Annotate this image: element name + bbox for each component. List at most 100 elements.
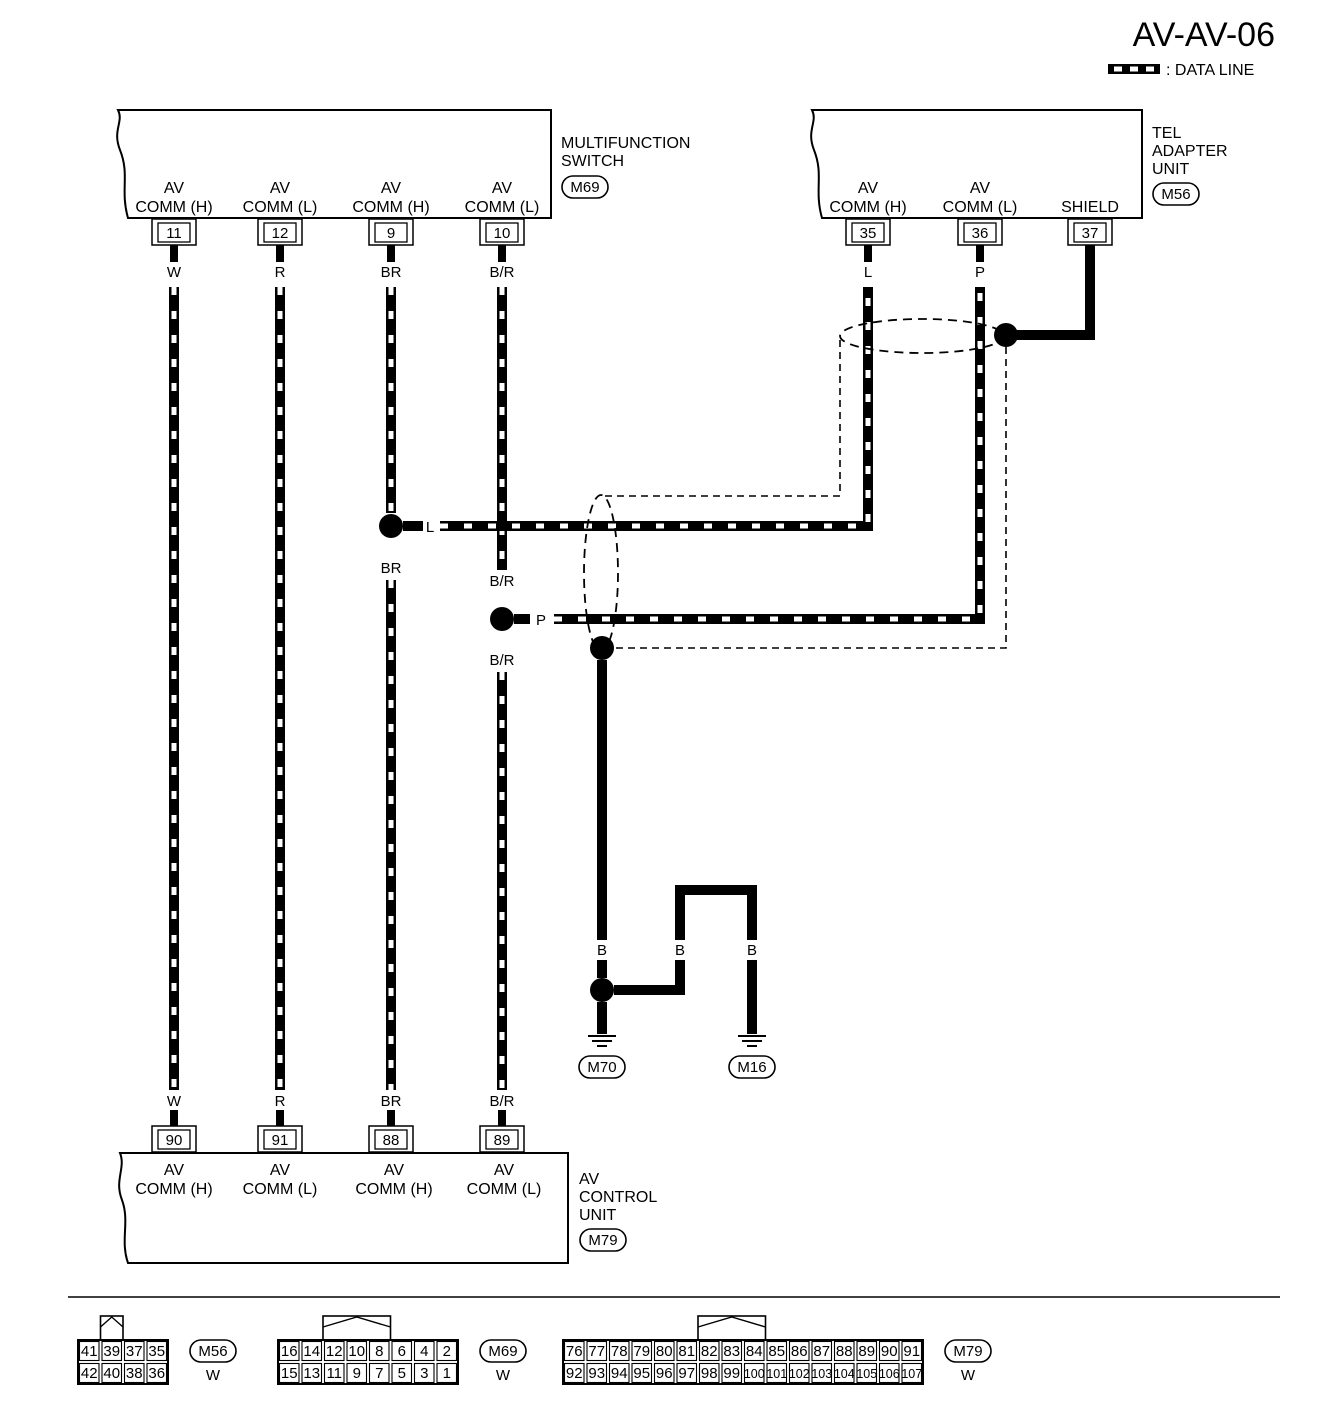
pin-box: 37 [1067, 218, 1113, 246]
mfs-pin-9: 9 [387, 225, 395, 242]
connector-cavity [631, 1362, 653, 1384]
connector-cavity [698, 1340, 720, 1362]
connector-cavity [368, 1362, 390, 1384]
connector-cavity-number: 85 [768, 1343, 785, 1360]
connector-cavity [901, 1362, 923, 1384]
connector-color: W [206, 1367, 221, 1384]
mfs-name-line2: SWITCH [561, 153, 624, 170]
connector-cavity-number: 107 [901, 1367, 922, 1381]
wire-label: R [275, 1093, 286, 1110]
avc-t2-line1: AV [270, 1162, 290, 1179]
connector-id: M79 [953, 1343, 982, 1360]
ground-symbol-m70 [588, 1035, 616, 1047]
connector-cavity [788, 1340, 810, 1362]
connector-cavity [676, 1362, 698, 1384]
ground-labels: B B B [592, 940, 762, 960]
legend-text: : DATA LINE [1166, 62, 1254, 79]
connector-cavity-number: 40 [103, 1365, 120, 1382]
wire-label: P [536, 612, 546, 629]
connector-cavity [323, 1362, 345, 1384]
connector-cavity [101, 1340, 123, 1362]
avc-t1-line1: AV [164, 1162, 184, 1179]
connector-color: W [496, 1367, 511, 1384]
connector-cavity [436, 1340, 458, 1362]
wire-label: L [864, 264, 872, 281]
splice-ground [590, 978, 614, 1002]
connector-cavity-number: 38 [126, 1365, 143, 1382]
connector-cavity [78, 1340, 100, 1362]
connector-cavity-number: 91 [903, 1343, 920, 1360]
connector-cavity [833, 1340, 855, 1362]
connector-tab [322, 1315, 392, 1341]
connector-cavity-number: 13 [303, 1365, 320, 1382]
connector-cavity [101, 1362, 123, 1384]
connector-tab [99, 1315, 124, 1341]
connector-cavity-number: 90 [881, 1343, 898, 1360]
mfs-t1-line2: COMM (H) [135, 199, 212, 216]
connector-cavity-number: 103 [811, 1367, 832, 1381]
wire-label: B [597, 942, 607, 959]
connector-cavity [146, 1362, 168, 1384]
wire-label: BR [381, 1093, 402, 1110]
pin-box: 10 [479, 218, 525, 246]
connector-cavity-number: 104 [834, 1367, 855, 1381]
avc-name-line3: UNIT [579, 1207, 617, 1224]
wire-label: B/R [489, 652, 514, 669]
connector-cavity-number: 98 [701, 1365, 718, 1382]
connector-cavity-number: 78 [611, 1343, 628, 1360]
tel-name-line3: UNIT [1152, 161, 1190, 178]
connector-tab-mark [322, 1316, 391, 1328]
wire-label: BR [381, 264, 402, 281]
connector-cavity [301, 1340, 323, 1362]
tel-t2-line1: AV [970, 180, 990, 197]
connector-cavity-number: 35 [148, 1343, 165, 1360]
connector-cavity [766, 1362, 788, 1384]
splice-br-r [490, 607, 514, 631]
connector-cavity-number: 89 [858, 1343, 875, 1360]
connector-cavity-number: 6 [398, 1343, 406, 1360]
avc-t2-line2: COMM (L) [243, 1181, 318, 1198]
connector-cavity-number: 39 [103, 1343, 120, 1360]
mfs-name-line1: MULTIFUNCTION [561, 135, 690, 152]
connector-cavity-number: 41 [81, 1343, 98, 1360]
ground-connector-badge [578, 1055, 626, 1079]
connector-cavity [368, 1340, 390, 1362]
splice-shield-top [994, 323, 1018, 347]
connector-cavity [323, 1340, 345, 1362]
avc-pin-88: 88 [383, 1132, 400, 1149]
wire-label: B/R [489, 1093, 514, 1110]
connector-cavity-number: 77 [588, 1343, 605, 1360]
connector-cavity [878, 1340, 900, 1362]
wire-label: B/R [489, 264, 514, 281]
connector-cavity-number: 105 [856, 1367, 877, 1381]
connector-cavity [676, 1340, 698, 1362]
connector-cavity [146, 1340, 168, 1362]
connector-cavity-number: 83 [723, 1343, 740, 1360]
tel-pin-35: 35 [860, 225, 877, 242]
connector-cavity [301, 1362, 323, 1384]
connector-cavity-number: 37 [126, 1343, 143, 1360]
wire-labels-bottom: W R BR B/R [167, 1093, 515, 1110]
connector-cavity-number: 82 [701, 1343, 718, 1360]
mfs-t3-line2: COMM (H) [352, 199, 429, 216]
connector-cavity [721, 1340, 743, 1362]
mfs-pin-10: 10 [494, 225, 511, 242]
connector-cavity-number: 79 [633, 1343, 650, 1360]
connector-cavity [653, 1340, 675, 1362]
connector-cavity-number: 84 [746, 1343, 763, 1360]
connector-cavity-number: 76 [566, 1343, 583, 1360]
multifunction-switch-unit: MULTIFUNCTION SWITCH M69 [116, 109, 690, 219]
tel-adapter-unit: TEL ADAPTER UNIT M56 AV COMM (H) AV COMM… [810, 109, 1228, 219]
mfs-connector-badge [561, 175, 609, 199]
tel-pin-37: 37 [1082, 225, 1099, 242]
connector-cavity-number: 87 [813, 1343, 830, 1360]
connector-cavity-number: 7 [375, 1365, 383, 1382]
connector-cavity [278, 1340, 300, 1362]
tel-pin-36: 36 [972, 225, 989, 242]
connector-cavity-number: 14 [303, 1343, 320, 1360]
pin-box: 35 [845, 218, 891, 246]
connector-cavity [123, 1362, 145, 1384]
pin-box: 12 [257, 218, 303, 246]
